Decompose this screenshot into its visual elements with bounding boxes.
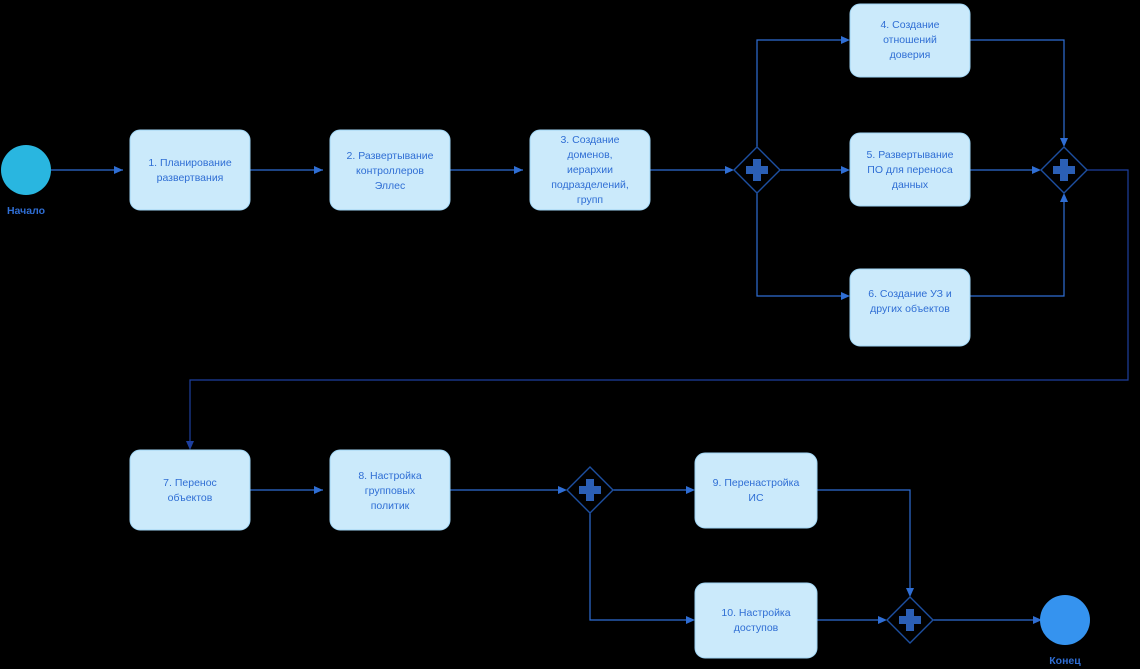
end-event-circle <box>1040 595 1090 645</box>
end-event-label: Конец <box>1049 655 1081 667</box>
task-10-line-1: 10. Настройка <box>721 607 790 619</box>
task-8[interactable]: 8. Настройка групповых политик <box>329 449 451 531</box>
task-9-box <box>694 452 818 529</box>
task-2[interactable]: 2. Развертывание контроллеров Эллес <box>329 129 451 211</box>
flow-t4-to-gw2 <box>970 39 1068 147</box>
task-4-box <box>849 3 971 78</box>
flow-t10-to-gw4 <box>817 616 887 624</box>
task-5-line-1: 5. Развертывание <box>867 149 954 161</box>
task-1-line-1: 1. Планирование <box>148 157 231 169</box>
task-5-line-3: данных <box>892 179 929 191</box>
task-10-line-2: доступов <box>734 622 779 634</box>
flow-t6-to-gw2 <box>970 193 1068 297</box>
task-3-line-4: подразделений, <box>551 179 629 191</box>
plus-icon <box>746 159 768 181</box>
flow-gw4-to-end <box>933 616 1042 624</box>
gateway-1-diamond <box>733 146 781 194</box>
task-9-line-1: 9. Перенастройка <box>713 477 800 489</box>
task-7-box <box>129 449 251 531</box>
start-event-circle <box>1 145 51 195</box>
task-8-line-1: 8. Настройка <box>358 470 422 482</box>
task-3-line-1: 3. Создание <box>560 134 619 146</box>
flow-t5-to-gw2 <box>970 166 1041 174</box>
task-6-box <box>849 268 971 347</box>
task-2-line-1: 2. Развертывание <box>347 150 434 162</box>
task-9-line-2: ИС <box>748 492 764 504</box>
flow-t7-to-t8 <box>250 486 323 494</box>
task-4-line-3: доверия <box>890 49 931 61</box>
gateway-1-parallel-split[interactable] <box>733 146 781 194</box>
task-5-box <box>849 132 971 207</box>
flow-t8-to-gw3 <box>450 486 567 494</box>
task-5[interactable]: 5. Развертывание ПО для переноса данных <box>849 132 971 207</box>
end-event[interactable]: Конец <box>1040 595 1090 667</box>
task-1-line-2: развертвания <box>157 172 224 184</box>
flow-t3-to-gw1 <box>650 166 734 174</box>
flow-gw1-to-t4 <box>756 36 850 147</box>
task-3-box <box>529 129 651 211</box>
task-4-line-2: отношений <box>883 34 937 46</box>
task-4-line-1: 4. Создание <box>880 19 939 31</box>
task-8-line-3: политик <box>371 500 410 512</box>
flow-gw2-to-t7 <box>186 169 1129 450</box>
gateway-4-parallel-join[interactable] <box>886 596 934 644</box>
flow-gw1-to-t6 <box>756 193 850 300</box>
plus-icon <box>1053 159 1075 181</box>
task-4[interactable]: 4. Создание отношений доверия <box>849 3 971 78</box>
task-6-line-1: 6. Создание УЗ и <box>868 288 952 300</box>
flow-t2-to-t3 <box>450 166 523 174</box>
task-2-line-3: Эллес <box>375 180 406 192</box>
task-3-line-2: доменов, <box>567 149 612 161</box>
gateway-2-diamond <box>1040 146 1088 194</box>
gateway-2-parallel-join[interactable] <box>1040 146 1088 194</box>
flow-t1-to-t2 <box>250 166 323 174</box>
task-7-line-1: 7. Перенос <box>163 477 217 489</box>
plus-icon <box>579 479 601 501</box>
plus-icon <box>899 609 921 631</box>
gateway-3-diamond <box>566 466 614 514</box>
task-3[interactable]: 3. Создание доменов, иерархии подразделе… <box>529 129 651 211</box>
task-3-line-5: групп <box>577 194 603 206</box>
task-6[interactable]: 6. Создание УЗ и других объектов <box>849 268 971 347</box>
task-2-line-2: контроллеров <box>356 165 424 177</box>
task-9[interactable]: 9. Перенастройка ИС <box>694 452 818 529</box>
flow-gw3-to-t9 <box>613 486 695 494</box>
task-1[interactable]: 1. Планирование развертвания <box>129 129 251 211</box>
task-1-box <box>129 129 251 211</box>
task-5-line-2: ПО для переноса <box>867 164 953 176</box>
start-event[interactable]: Начало <box>1 145 51 217</box>
start-event-label: Начало <box>7 205 45 217</box>
task-10-box <box>694 582 818 659</box>
task-8-box <box>329 449 451 531</box>
gateway-4-diamond <box>886 596 934 644</box>
flow-t9-to-gw4 <box>817 489 914 597</box>
task-7[interactable]: 7. Перенос объектов <box>129 449 251 531</box>
task-3-line-3: иерархии <box>567 164 613 176</box>
gateway-3-parallel-split[interactable] <box>566 466 614 514</box>
flow-start-to-t1 <box>51 166 123 174</box>
task-8-line-2: групповых <box>365 485 416 497</box>
flow-gw1-to-t5 <box>780 166 850 174</box>
task-6-line-2: других объектов <box>870 303 950 315</box>
task-2-box <box>329 129 451 211</box>
flow-gw3-to-t10 <box>589 513 695 624</box>
task-7-line-2: объектов <box>168 492 213 504</box>
task-10[interactable]: 10. Настройка доступов <box>694 582 818 659</box>
